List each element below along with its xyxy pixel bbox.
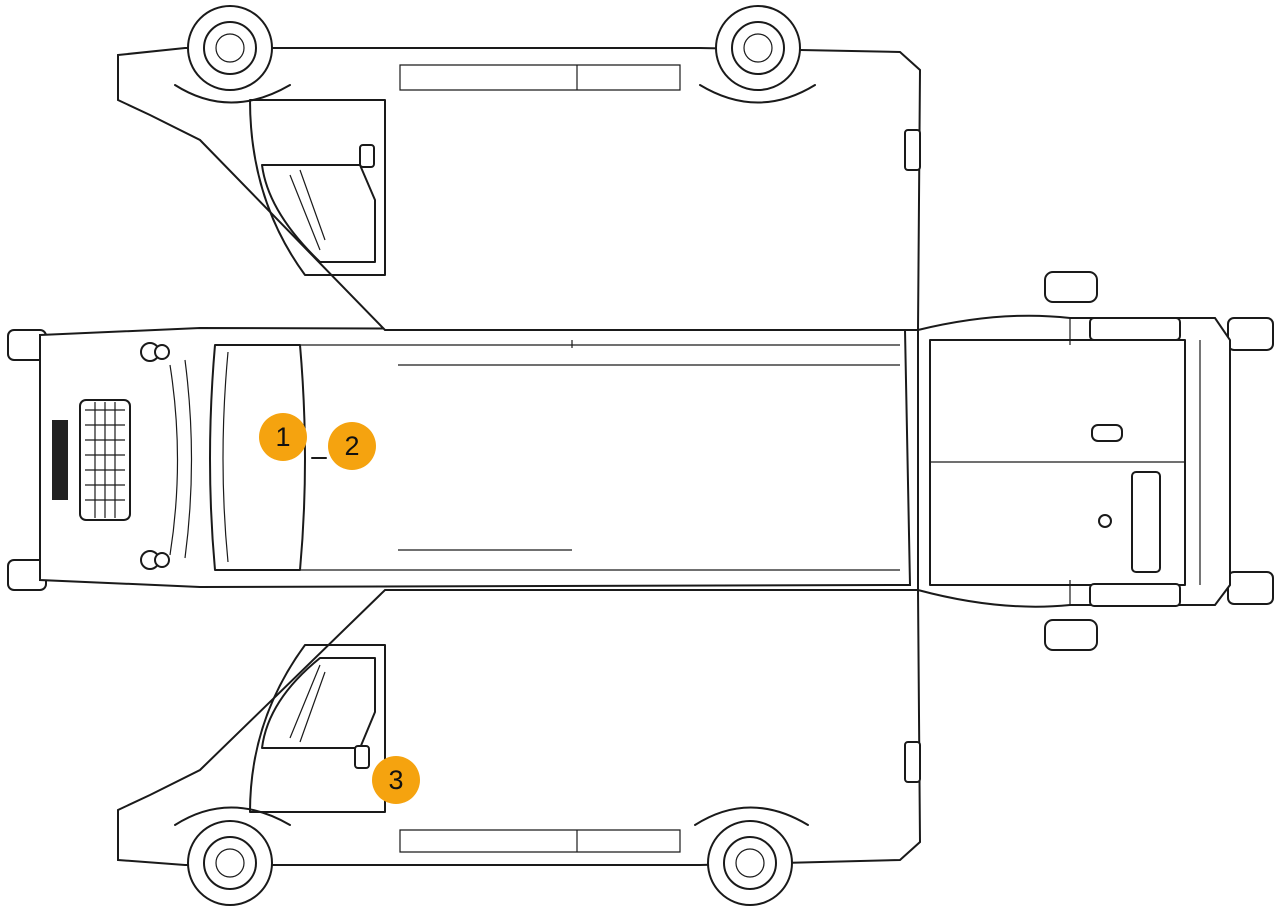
marker-3: 3 [372, 756, 420, 804]
marker-2: 2 [328, 422, 376, 470]
marker-1: 1 [259, 413, 307, 461]
van-rear-view [917, 271, 1274, 651]
van-side-view-upper [117, 5, 922, 331]
van-top-view [7, 326, 912, 591]
van-side-view-lower [117, 589, 922, 906]
